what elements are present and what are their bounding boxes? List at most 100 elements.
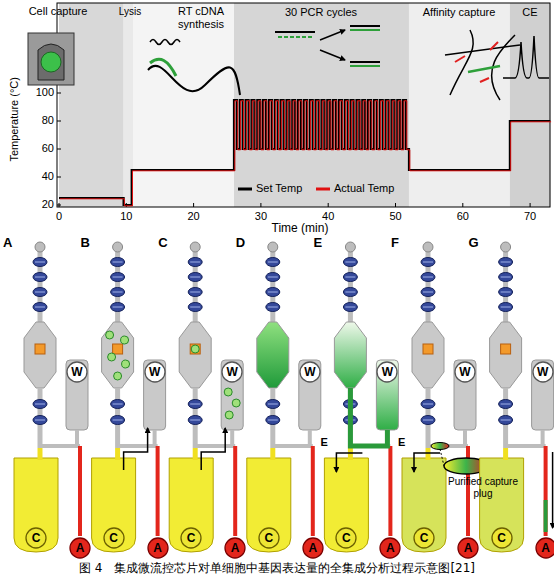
product-flow <box>350 388 387 446</box>
text-label: 60 <box>448 210 478 223</box>
captured-product <box>468 66 500 72</box>
reservoir-shape <box>222 362 242 382</box>
reservoir-shape <box>70 538 90 558</box>
waste-tube <box>454 360 476 430</box>
inlet-port <box>501 242 511 252</box>
waste-tube <box>376 360 398 430</box>
valve <box>111 273 125 282</box>
axis-tick <box>57 93 61 94</box>
valve <box>499 400 513 409</box>
valve <box>33 400 47 409</box>
reservoir-shape <box>303 538 323 558</box>
valve <box>111 416 125 425</box>
capture-chamber <box>334 322 366 388</box>
valve <box>421 273 435 282</box>
cell-photo <box>28 33 74 85</box>
valve <box>266 400 280 409</box>
valve-highlight <box>190 292 200 293</box>
separation-channel <box>503 448 508 460</box>
valve-highlight <box>501 307 511 308</box>
inlet-port <box>113 242 123 252</box>
reservoir-circle: A <box>224 537 246 559</box>
cell <box>191 345 199 353</box>
separation-channel <box>193 448 198 460</box>
valve-highlight <box>113 277 123 278</box>
inlet-port <box>190 242 200 252</box>
cell <box>106 331 114 339</box>
cell-trap <box>38 44 64 80</box>
reservoir-circle: C <box>413 527 435 549</box>
cell <box>108 353 116 361</box>
legend-sample <box>238 188 252 191</box>
reservoir-label: C <box>258 527 280 549</box>
reservoir-label: A <box>69 537 91 559</box>
valve <box>33 258 47 267</box>
reservoir-circle: C <box>258 527 280 549</box>
legend-sample <box>316 188 330 191</box>
axis-tick <box>57 149 61 150</box>
reservoir-label: C <box>413 527 435 549</box>
text-label: Affinity capture <box>409 6 509 19</box>
text-label: D <box>236 236 252 251</box>
valve <box>266 273 280 282</box>
dna-strand <box>350 29 380 31</box>
cell <box>41 52 61 72</box>
valve <box>421 416 435 425</box>
capture-gel-pad <box>35 344 45 354</box>
valve-highlight <box>501 404 511 405</box>
reservoir-shape <box>148 538 168 558</box>
axis-tick <box>530 203 531 207</box>
valve-highlight <box>113 292 123 293</box>
reservoir-circle: W <box>376 361 398 383</box>
valve <box>188 273 202 282</box>
valve <box>188 416 202 425</box>
reservoir-label: W <box>532 361 554 383</box>
valve <box>33 288 47 297</box>
capture-chamber <box>490 322 522 388</box>
text-label: 30 <box>246 210 276 223</box>
capture-gel-pad <box>423 344 433 354</box>
junction-channel <box>118 444 158 448</box>
valve <box>266 288 280 297</box>
capture-gel-pad <box>501 344 511 354</box>
valve-highlight <box>113 262 123 263</box>
valve <box>188 303 202 312</box>
reservoir-circle: W <box>299 361 321 383</box>
product-band <box>544 500 548 532</box>
valve-highlight <box>345 292 355 293</box>
valve-highlight <box>35 262 45 263</box>
valve <box>343 288 357 297</box>
stage-band <box>510 3 550 207</box>
rna-strand <box>148 66 240 95</box>
valve-highlight <box>268 292 278 293</box>
reservoir-shape <box>458 538 478 558</box>
reservoir-circle: C <box>103 527 125 549</box>
valve <box>499 288 513 297</box>
text-label: 20 <box>18 198 54 211</box>
text-label: 40 <box>18 170 54 183</box>
text-label: 30 PCR cycles <box>261 6 381 19</box>
valve-highlight <box>190 420 200 421</box>
valve <box>421 400 435 409</box>
reservoir-label: A <box>147 537 169 559</box>
valve <box>33 273 47 282</box>
valve-highlight <box>423 262 433 263</box>
text-label: 10 <box>111 210 141 223</box>
reservoir-shape <box>336 528 356 548</box>
inlet-port <box>345 242 355 252</box>
text-label: 50 <box>381 210 411 223</box>
anode-channel <box>156 446 160 536</box>
reservoir-shape <box>225 538 245 558</box>
cell <box>121 336 129 344</box>
valve <box>421 303 435 312</box>
dna-strand <box>275 31 315 33</box>
text-label: Lysis <box>112 6 148 18</box>
valve-highlight <box>268 307 278 308</box>
valve <box>343 258 357 267</box>
cathode-tube <box>402 458 446 552</box>
reservoir-circle: C <box>25 527 47 549</box>
reservoir-shape <box>492 528 512 548</box>
valve-highlight <box>423 292 433 293</box>
valve-highlight <box>113 420 123 421</box>
